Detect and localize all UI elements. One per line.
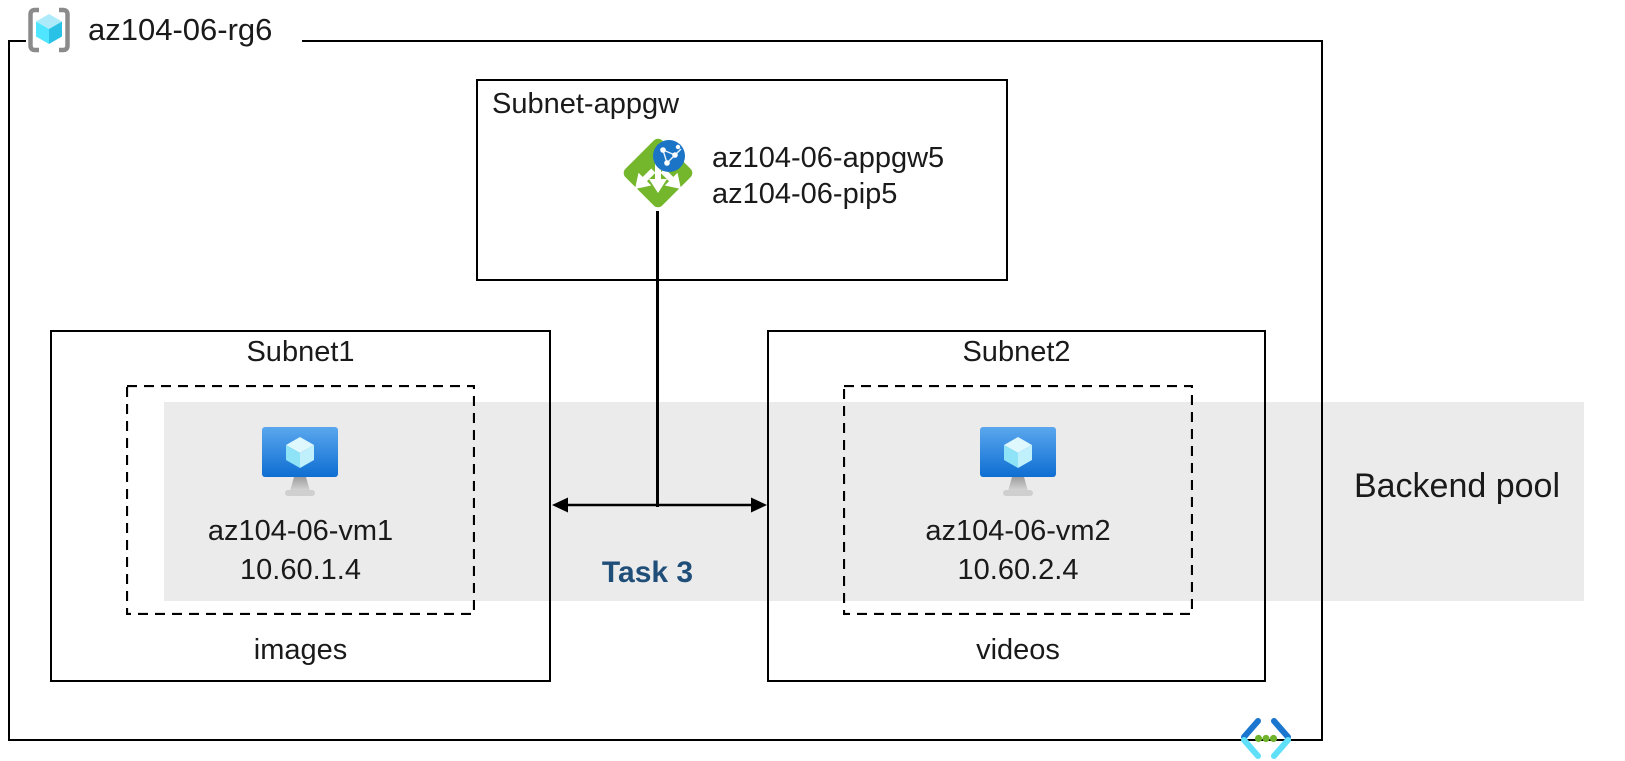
virtual-machine-icon [980, 427, 1056, 496]
vm2-name: az104-06-vm2 [925, 515, 1111, 547]
appgw-subnet-box [476, 79, 1008, 281]
subnet2-dashed-boundary [843, 385, 1193, 615]
vm2-labels: az104-06-vm2 10.60.2.4 [843, 512, 1193, 590]
subnet2-caption: videos [976, 634, 1060, 666]
subnet1-title: Subnet1 [246, 336, 355, 368]
resource-group-label: az104-06-rg6 [26, 4, 302, 56]
appgw-labels: az104-06-appgw5 az104-06-pip5 [712, 140, 944, 212]
appgw-subnet-title: Subnet-appgw [492, 88, 680, 120]
vm2-ip: 10.60.2.4 [957, 554, 1079, 586]
vm1-labels: az104-06-vm1 10.60.1.4 [126, 512, 475, 590]
subnet2-box [767, 330, 1266, 682]
virtual-machine-icon [262, 427, 338, 496]
vm1-ip: 10.60.1.4 [240, 554, 361, 586]
task-label: Task 3 [601, 556, 694, 589]
pip-name: az104-06-pip5 [712, 178, 898, 210]
subnet-connection-arrow [552, 497, 767, 513]
virtual-network-icon [1241, 718, 1291, 759]
resource-group-name: az104-06-rg6 [88, 12, 273, 47]
backend-pool-band [164, 402, 1584, 601]
resource-group-box [8, 40, 1323, 741]
backend-pool-label: Backend pool [1353, 467, 1561, 505]
application-gateway-icon [623, 138, 693, 208]
subnet1-dashed-boundary [126, 385, 475, 615]
subnet2-title: Subnet2 [962, 336, 1071, 368]
vm1-name: az104-06-vm1 [207, 515, 394, 547]
resource-group-icon [28, 7, 70, 53]
subnet1-box [50, 330, 551, 682]
appgw-connector-line [656, 211, 659, 507]
subnet1-caption: images [253, 634, 348, 666]
appgw-name: az104-06-appgw5 [712, 142, 945, 174]
